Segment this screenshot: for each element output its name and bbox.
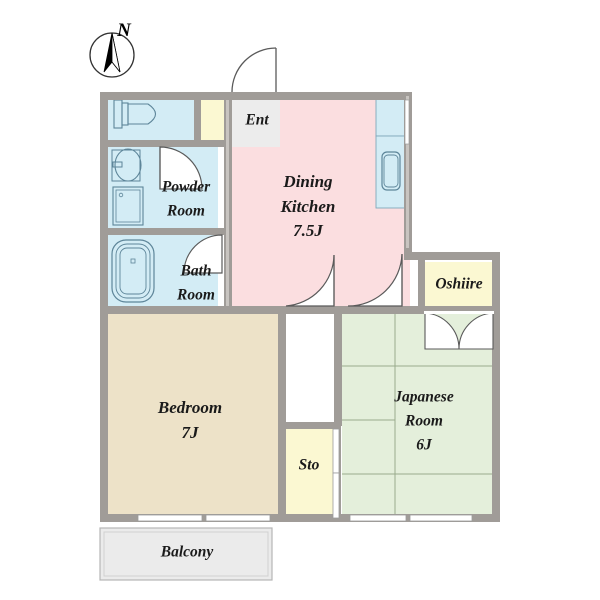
powder-room-label-line1: Powder [162,179,211,196]
bath-room-label-line2: Room [176,287,215,304]
bathtub-fixture [111,239,155,303]
wall-inner-lines [226,96,409,306]
oshiire-label: Oshiire [435,276,482,293]
kitchen-counter [375,95,407,209]
balcony-area: Balcony [99,527,273,581]
entrance-door [231,47,277,93]
japanese-room-area: 6J [416,437,433,454]
entrance-area [232,92,280,147]
japanese-window-2 [409,514,473,522]
washing-machine-fixture [112,186,144,226]
oshiire-room [424,262,496,307]
north-arrow: N [89,20,135,78]
bedroom-window-1 [137,514,203,522]
tatami-mats [342,312,500,518]
powder-room-door [159,146,203,190]
dining-kitchen-area: 7.5J [293,221,323,240]
bath-room-door [183,234,223,274]
bedroom-door [285,254,335,307]
oshiire-door-right [458,312,494,350]
doors [159,47,494,519]
dining-kitchen-label-line2: Kitchen [280,197,336,216]
japanese-room-door [347,253,403,307]
japanese-window-1 [349,514,407,522]
bath-room-label-line1: Bath [179,263,211,280]
japanese-room-label-line2: Room [404,413,443,430]
dining-kitchen-label-line1: Dining [282,172,333,191]
bedroom-window-2 [205,514,271,522]
kitchen-window [404,99,410,145]
ent-label: Ent [244,112,269,129]
room-labels: Ent Powder Room Bath Room Dining Kitchen… [157,112,483,474]
powder-room-label-line2: Room [166,203,205,220]
bedroom-room [108,312,285,515]
kitchen-sink [381,151,401,191]
sto-room [284,428,334,518]
bedroom-label: Bedroom [157,398,222,417]
windows [137,99,473,522]
japanese-room-label-line1: Japanese [393,389,454,406]
bedroom-area: 7J [182,423,200,442]
sto-label: Sto [299,457,320,474]
balcony-label: Balcony [160,544,214,561]
washbasin-fixture [111,148,142,182]
compass-label: N [116,20,132,41]
sto-door [332,428,340,519]
